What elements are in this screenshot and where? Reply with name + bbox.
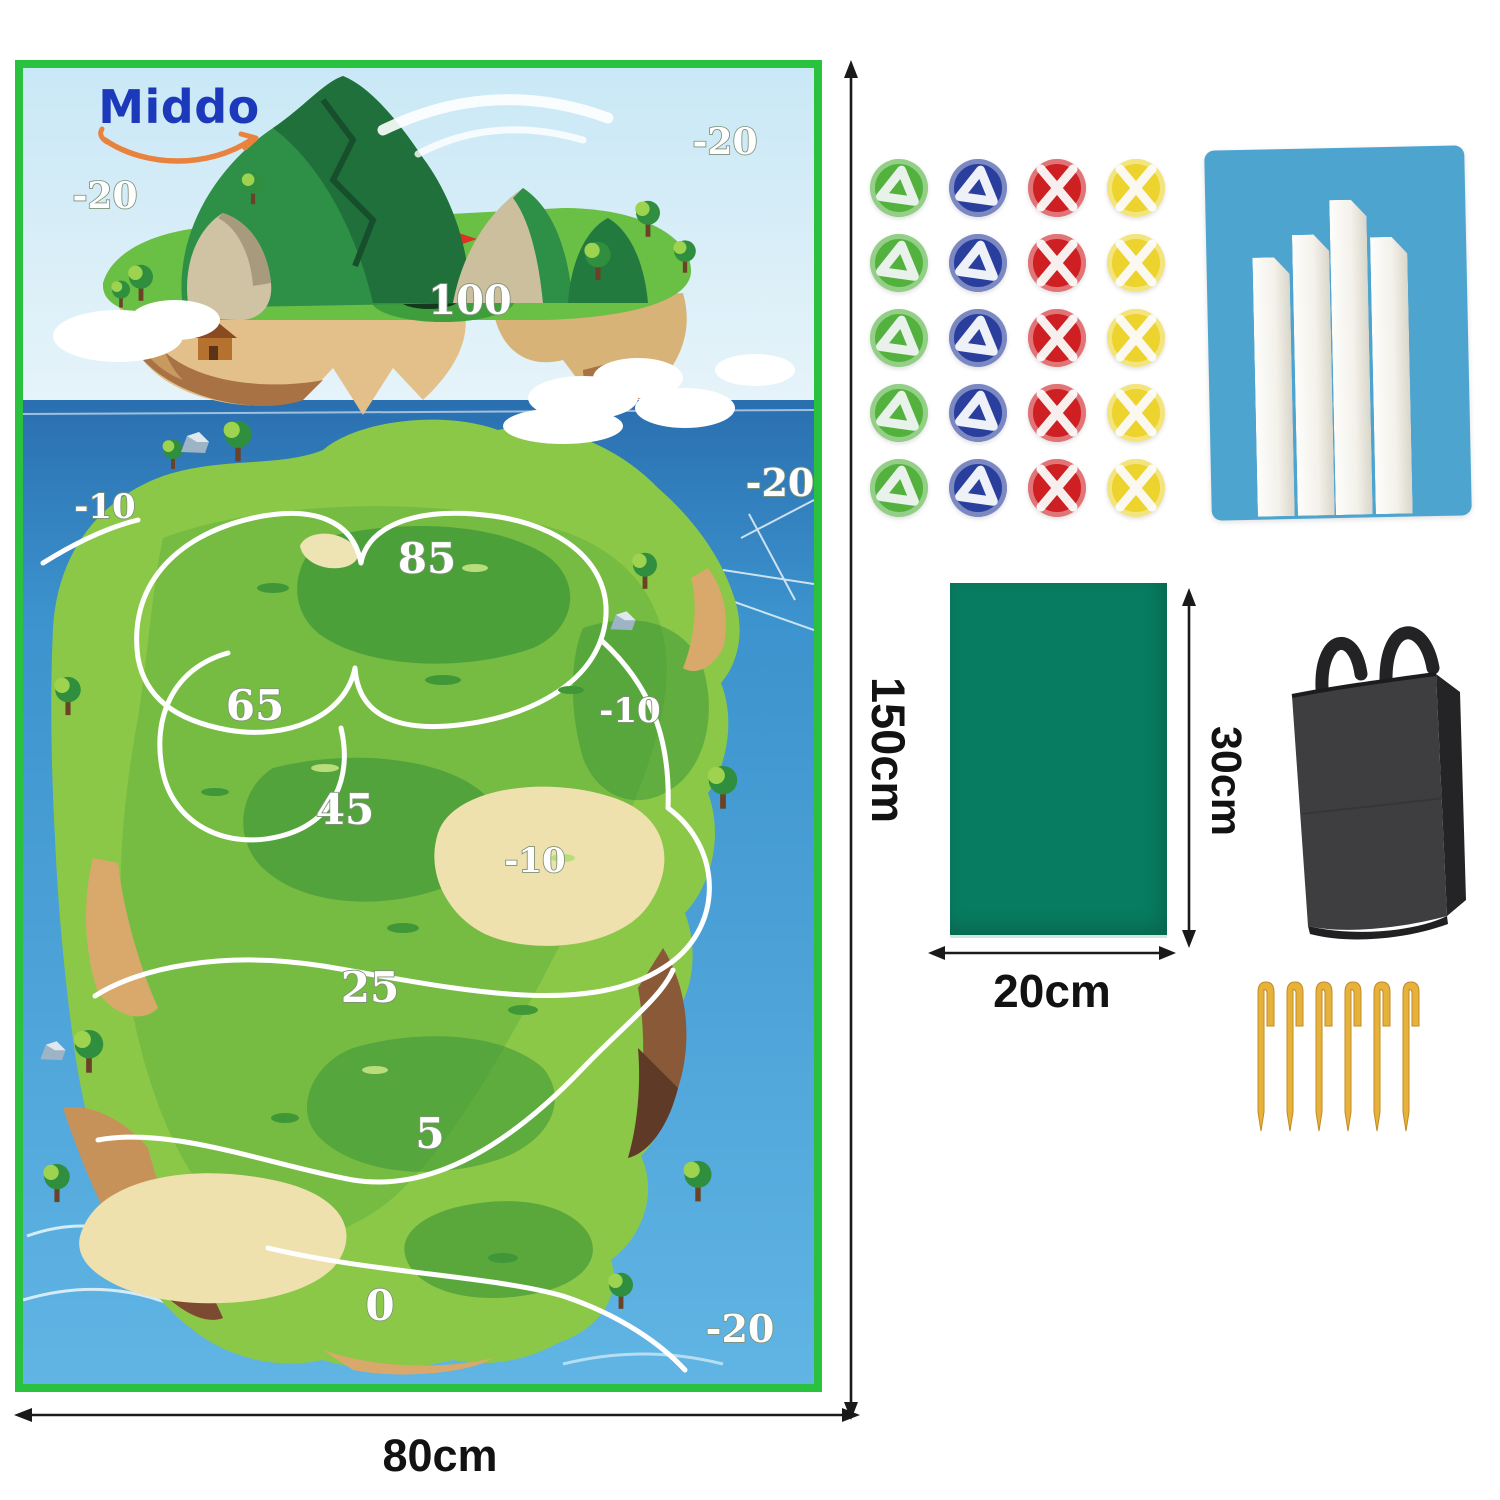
ball-red: [1027, 458, 1087, 518]
ball-green: [869, 158, 929, 218]
ball-yellow: [1106, 458, 1166, 518]
top-island: [102, 76, 696, 415]
ball-yellow: [1106, 383, 1166, 443]
ball-yellow: [1106, 233, 1166, 293]
score-green-left: -10: [74, 487, 135, 527]
stake: [1286, 981, 1304, 1132]
score-green-right: -10: [599, 691, 660, 731]
stake: [1373, 981, 1391, 1132]
stake: [1402, 981, 1420, 1132]
fairway-lines: [40, 510, 712, 1373]
ball-red: [1027, 383, 1087, 443]
stake: [1257, 981, 1275, 1132]
score-5: 5: [415, 1109, 444, 1158]
ball-blue: [948, 458, 1008, 518]
sand-bunker-bottom: [79, 1173, 347, 1304]
mat-height-label: 150cm: [862, 676, 915, 824]
score-water-bottom-right: -20: [706, 1306, 775, 1351]
ball-blue: [948, 233, 1008, 293]
ball-yellow: [1106, 308, 1166, 368]
sticks-panel: [1204, 145, 1472, 521]
bag-body: [1292, 674, 1447, 930]
mat-width-label: 80cm: [382, 1430, 498, 1481]
ball-red: [1027, 308, 1087, 368]
sand-bunker-center: [434, 786, 665, 946]
chipping-mat: [950, 583, 1167, 935]
ball-blue: [948, 158, 1008, 218]
stakes-row: [1250, 980, 1421, 1138]
score-0: 0: [365, 1281, 394, 1330]
score-bunker: -10: [504, 841, 565, 881]
ball-green: [869, 308, 929, 368]
score-65: 65: [226, 681, 284, 730]
score-45: 45: [316, 785, 374, 834]
ball-blue: [948, 383, 1008, 443]
stick: [1252, 257, 1294, 517]
score-25: 25: [341, 963, 399, 1012]
score-hole: 100: [428, 277, 512, 324]
carry-bag: [1291, 626, 1466, 940]
stake: [1344, 981, 1362, 1132]
golf-course-illustration: -20 -20 100 -20 -10 85 65 -10 45 -10 25 …: [23, 68, 814, 1384]
ball-yellow: [1106, 158, 1166, 218]
chip-mat-width-label: 20cm: [993, 965, 1111, 1017]
score-top-right: -20: [692, 121, 757, 163]
score-labels: -20 -20 100 -20 -10 85 65 -10 45 -10 25 …: [72, 120, 814, 1352]
brand-logo: Middo: [81, 84, 277, 170]
mat-width-arrow: [14, 1408, 860, 1422]
brand-swoosh-icon: [98, 126, 259, 164]
balls-grid: [869, 158, 1166, 518]
score-85: 85: [398, 534, 456, 583]
ball-blue: [948, 308, 1008, 368]
ball-green: [869, 233, 929, 293]
ball-green: [869, 458, 929, 518]
ball-red: [1027, 233, 1087, 293]
ball-red: [1027, 158, 1087, 218]
main-island: [40, 419, 740, 1375]
chip-mat-height-arrow: [1182, 588, 1196, 948]
brand-name: Middo: [98, 80, 260, 134]
chip-mat-height-label: 30cm: [1202, 726, 1250, 836]
stick: [1292, 234, 1335, 516]
chip-mat-width-arrow: [928, 946, 1176, 960]
ball-green: [869, 383, 929, 443]
mat-height-arrow: [844, 60, 858, 1420]
clouds: [53, 300, 795, 444]
golf-target-mat: -20 -20 100 -20 -10 85 65 -10 45 -10 25 …: [15, 60, 822, 1392]
stick: [1329, 199, 1373, 515]
score-top-left: -20: [72, 175, 137, 217]
stake: [1315, 981, 1333, 1132]
stick: [1370, 237, 1413, 515]
score-water-right: -20: [746, 460, 814, 505]
